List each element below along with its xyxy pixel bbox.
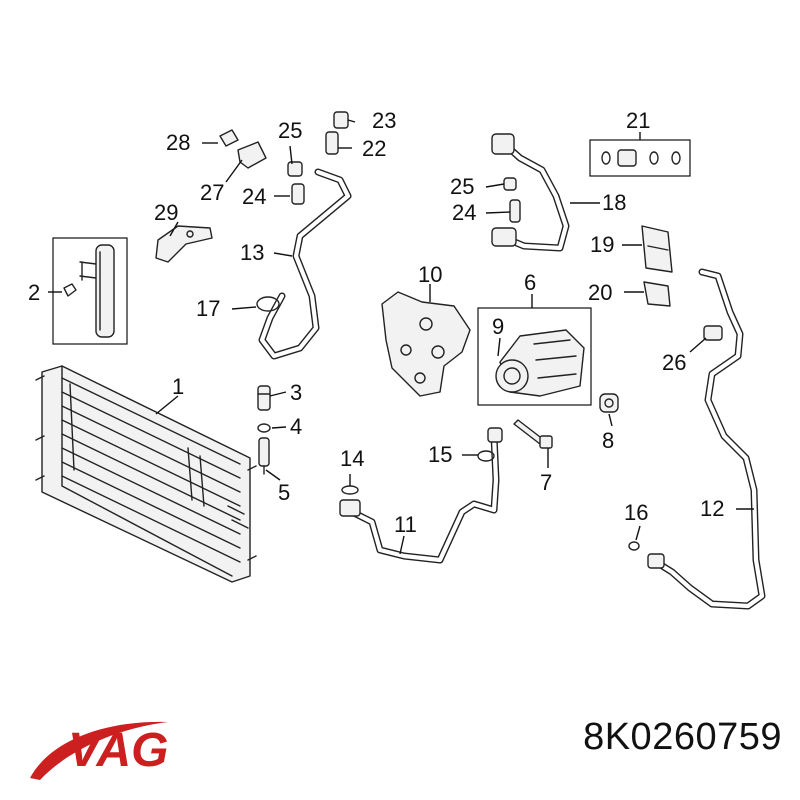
callout-25-right: 25 [450, 174, 474, 199]
callout-14: 14 [340, 446, 364, 471]
callout-1: 1 [172, 374, 184, 399]
part-12-line [628, 268, 766, 610]
callout-24-right: 24 [452, 200, 476, 225]
part-21-seal-kit [589, 139, 691, 177]
leader-lines [155, 119, 754, 555]
part-10-bracket [381, 291, 471, 397]
part-29-mount [155, 225, 213, 263]
callout-23: 23 [372, 108, 396, 133]
part-1-condenser [35, 365, 257, 583]
logo-swoosh [30, 721, 168, 780]
callout-29: 29 [154, 200, 178, 225]
callout-3: 3 [290, 380, 302, 405]
callout-8: 8 [602, 428, 614, 453]
callout-15: 15 [428, 442, 452, 467]
callout-11: 11 [394, 512, 417, 537]
callout-17: 17 [196, 296, 220, 321]
callout-2: 2 [28, 280, 40, 305]
part-13-hose [256, 111, 352, 360]
part-7-bolt [513, 419, 553, 449]
parts-3-4-5-fittings [257, 385, 271, 475]
callout-21: 21 [626, 108, 650, 133]
callout-7: 7 [540, 470, 552, 495]
callouts: 1 2 3 4 5 6 7 8 9 10 11 12 13 14 15 16 1… [28, 108, 724, 537]
vag-logo: VAG [30, 721, 168, 780]
callout-26: 26 [662, 350, 686, 375]
parts-19-20-shields [641, 225, 673, 307]
callout-13: 13 [240, 240, 264, 265]
parts-27-28-bracket [219, 129, 267, 169]
callout-9: 9 [492, 314, 504, 339]
callout-25-left: 25 [278, 118, 302, 143]
callout-19: 19 [590, 232, 614, 257]
callout-18: 18 [602, 190, 626, 215]
callout-5: 5 [278, 480, 290, 505]
callout-24-left: 24 [242, 184, 266, 209]
part-2-receiver-drier [48, 237, 128, 345]
callout-12: 12 [700, 496, 724, 521]
callout-4: 4 [290, 414, 302, 439]
part-6-compressor [477, 307, 592, 406]
part-11-hose [339, 427, 503, 564]
part-8-bushing [599, 393, 619, 413]
part-18-hose [491, 133, 570, 252]
callout-28: 28 [166, 130, 190, 155]
callout-10: 10 [418, 262, 442, 287]
callout-27: 27 [200, 180, 224, 205]
callout-6: 6 [524, 270, 536, 295]
part-number: 8K0260759 [583, 716, 782, 758]
callout-20: 20 [588, 280, 612, 305]
callout-16: 16 [624, 500, 648, 525]
callout-22: 22 [362, 136, 386, 161]
logo-text: VAG [68, 724, 168, 777]
